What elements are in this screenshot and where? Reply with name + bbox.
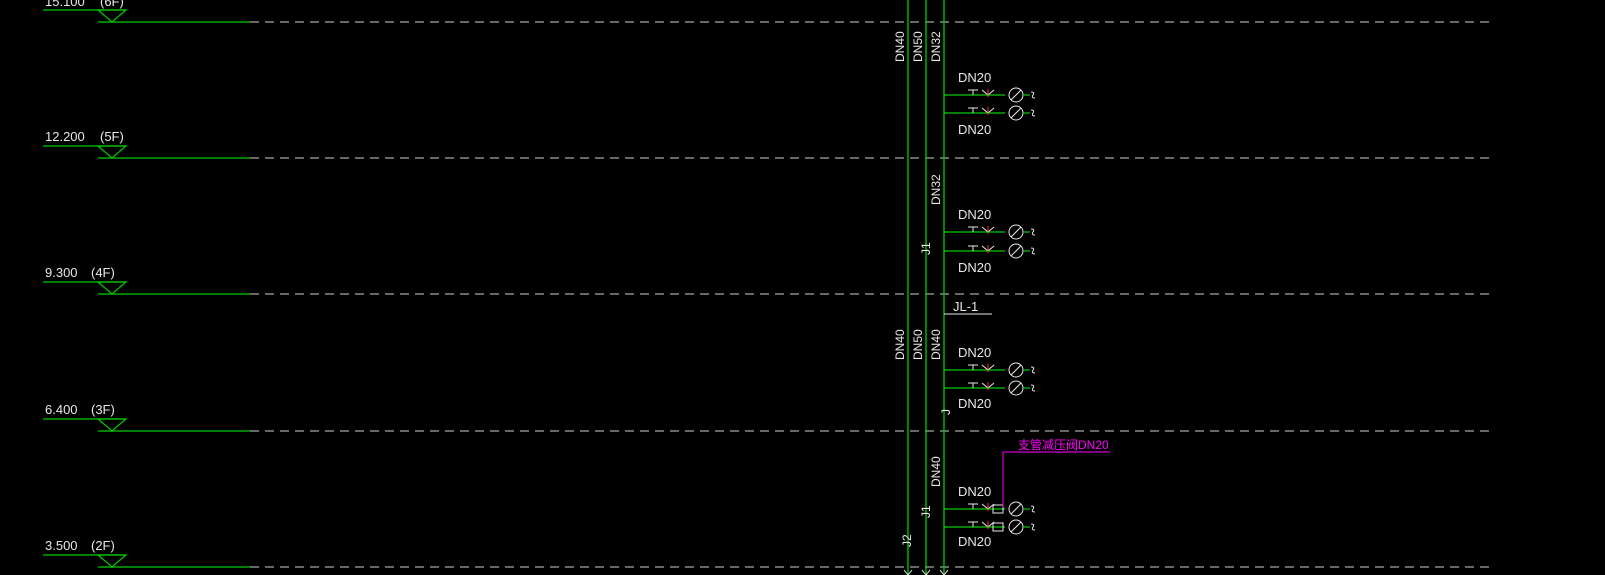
level-2f-floor: (2F) <box>91 538 115 553</box>
level-marker-5f <box>43 145 250 159</box>
riser-tag: JL-1 <box>944 299 992 315</box>
branch-1-2 <box>944 105 1036 121</box>
pipe-label-top-a: DN40 <box>893 31 907 62</box>
pipe-label-j1-lower: J1 <box>919 505 933 518</box>
branch-4-2 <box>944 519 1036 535</box>
level-marker-2f <box>43 554 250 568</box>
branch-label-upper-3: DN20 <box>958 345 991 360</box>
pipe-label-mid-c: DN32 <box>929 174 943 205</box>
level-4f-elev: 9.300 <box>45 265 78 280</box>
arrow-riser-b <box>921 569 931 575</box>
branch-label-upper-2: DN20 <box>958 207 991 222</box>
pipe-label-j2: J2 <box>900 534 914 547</box>
pipe-label-top-b: DN50 <box>911 31 925 62</box>
risers <box>907 0 945 575</box>
branch-1-1 <box>944 87 1036 103</box>
level-4f-floor: (4F) <box>91 265 115 280</box>
pipe-label-j1-upper: J1 <box>919 242 933 255</box>
branch-2-1 <box>944 224 1036 240</box>
branch-label-upper-1: DN20 <box>958 70 991 85</box>
level-3f-elev: 6.400 <box>45 402 78 417</box>
arrow-riser-c <box>939 569 949 575</box>
branch-4-1 <box>944 501 1036 517</box>
branch-label-lower-3: DN20 <box>958 396 991 411</box>
level-markers <box>43 9 250 568</box>
level-6f-elev: 15.100 <box>45 0 85 9</box>
level-6f-floor: (6F) <box>100 0 124 9</box>
level-5f-floor: (5F) <box>100 129 124 144</box>
level-2f-elev: 3.500 <box>45 538 78 553</box>
branch-label-lower-4: DN20 <box>958 534 991 549</box>
pipe-label-j-small: J <box>939 409 953 415</box>
arrow-riser-a <box>903 569 913 575</box>
branch-label-lower-2: DN20 <box>958 260 991 275</box>
prv-note: 支管减压阀DN20 <box>1018 437 1109 452</box>
prv-annotation: 支管减压阀DN20 <box>1002 437 1110 507</box>
level-marker-4f <box>43 281 250 295</box>
pipe-label-low-c: DN40 <box>929 329 943 360</box>
branch-3-1 <box>944 362 1036 378</box>
floor-lines <box>250 21 1490 568</box>
riser-tag-label: JL-1 <box>953 299 978 314</box>
branch-3-2 <box>944 380 1036 396</box>
branch-label-upper-4: DN20 <box>958 484 991 499</box>
level-3f-floor: (3F) <box>91 402 115 417</box>
level-marker-3f <box>43 418 250 432</box>
level-labels: 15.100 (6F) 12.200 (5F) 9.300 (4F) 6.400… <box>45 0 124 553</box>
level-marker-6f <box>43 9 250 23</box>
branch-label-lower-1: DN20 <box>958 122 991 137</box>
level-5f-elev: 12.200 <box>45 129 85 144</box>
pipe-label-top-c: DN32 <box>929 31 943 62</box>
pipe-end-arrows <box>903 569 949 575</box>
pipe-label-bottom-c: DN40 <box>929 456 943 487</box>
pipe-labels: DN40 DN50 DN32 DN32 J1 DN40 DN50 DN40 J … <box>893 31 953 547</box>
pipe-label-low-b: DN50 <box>911 329 925 360</box>
pipe-label-low-a: DN40 <box>893 329 907 360</box>
branch-2-2 <box>944 243 1036 259</box>
